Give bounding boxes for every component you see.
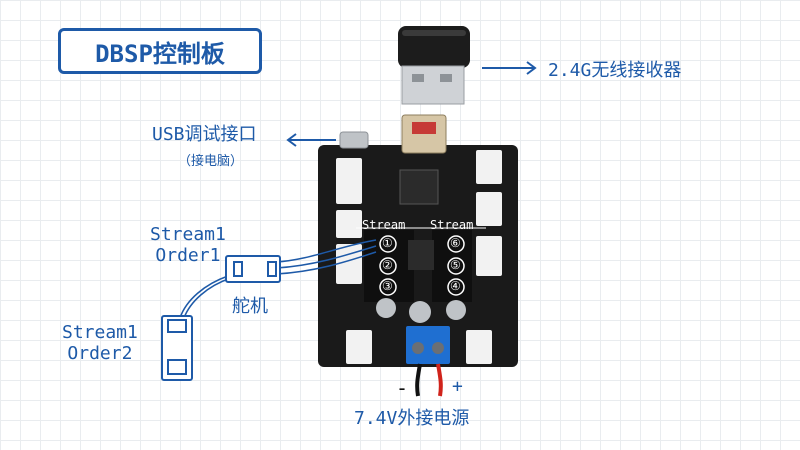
servo-bracket [161, 315, 193, 381]
usb-note-label: （接电脑） [178, 154, 244, 169]
port-5: ⑤ [450, 258, 461, 272]
control-board [318, 114, 518, 367]
port-4: ④ [450, 279, 461, 293]
power-label: 7.4V外接电源 [354, 408, 470, 429]
port-6: ⑥ [450, 236, 461, 250]
port-1: ① [382, 236, 393, 250]
arrow-receiver [482, 61, 537, 75]
servo-conn1-line1: Stream1 [150, 224, 226, 245]
port-3: ③ [382, 279, 393, 293]
servo-wires [179, 239, 377, 319]
stream-left-label: Stream [362, 218, 406, 232]
servo-label: 舵机 [232, 296, 268, 317]
servo-body [225, 255, 281, 283]
port-2: ② [382, 258, 393, 272]
page-title: DBSP控制板 [58, 28, 262, 74]
power-wires [415, 363, 443, 397]
servo-conn2-line2: Order2 [67, 343, 133, 364]
servo-conn2-label: Stream1 Order2 [62, 322, 138, 364]
arrow-usb [286, 133, 336, 147]
servo-conn2-line1: Stream1 [62, 322, 138, 343]
minus-label: - [396, 376, 409, 400]
stream-right-label: Stream [430, 218, 474, 232]
receiver-label: 2.4G无线接收器 [548, 60, 682, 81]
receiver-dongle [398, 26, 470, 105]
servo-conn1-label: Stream1 Order1 [150, 224, 226, 266]
plus-label: + [452, 376, 463, 397]
servo-conn1-line2: Order1 [155, 245, 221, 266]
port-numbers [379, 235, 465, 296]
usb-port-label: USB调试接口 [152, 124, 257, 145]
